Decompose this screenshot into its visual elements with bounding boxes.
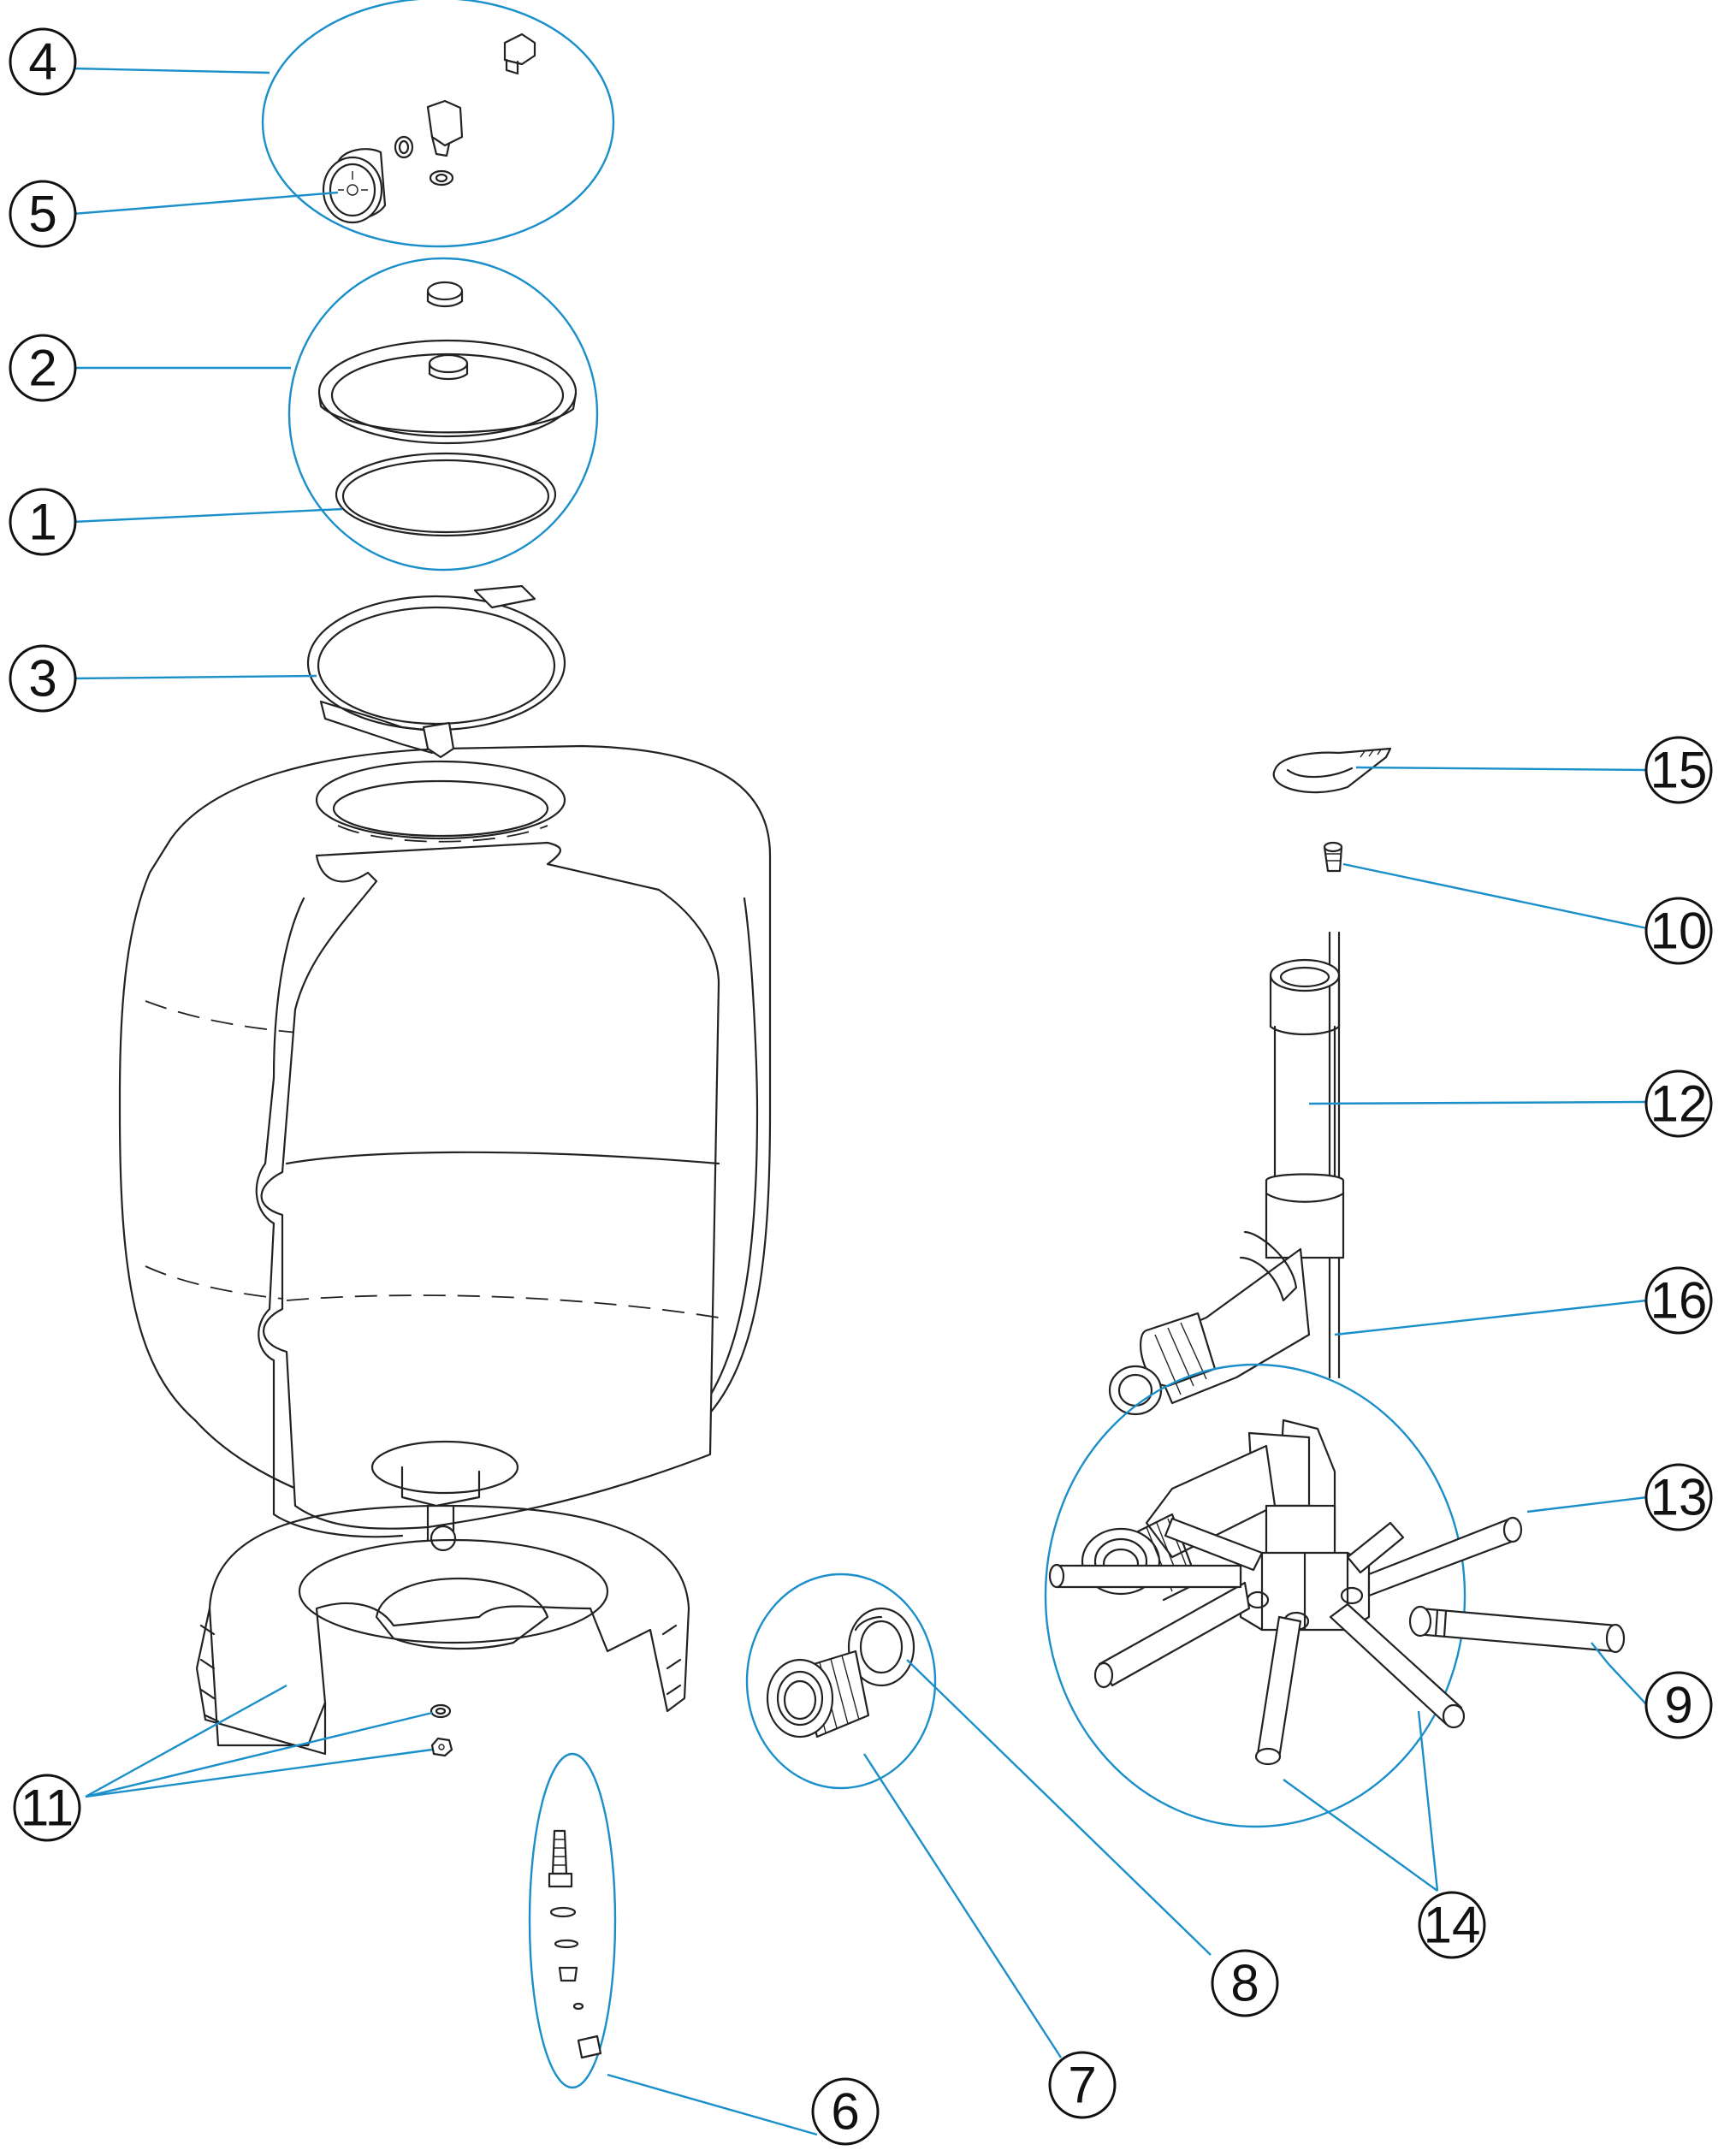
union-group-outline xyxy=(745,1573,937,1790)
leader-lines xyxy=(72,67,1648,2136)
callout-14: 14 xyxy=(1418,1891,1486,1959)
drain-plug-set xyxy=(548,1829,602,2059)
callout-13: 13 xyxy=(1644,1463,1713,1531)
callout-label: 3 xyxy=(28,650,56,708)
callout-12: 12 xyxy=(1644,1069,1713,1138)
manometer-group-outline xyxy=(261,0,615,248)
air-vent xyxy=(1323,841,1343,873)
callout-label: 5 xyxy=(28,186,56,243)
o-ring xyxy=(335,452,557,537)
callout-8: 8 xyxy=(1211,1949,1279,2017)
clamp-ring xyxy=(306,584,566,759)
callout-7: 7 xyxy=(1048,2051,1117,2119)
callout-1: 1 xyxy=(9,488,77,556)
lid-group-outline xyxy=(287,257,599,572)
manometer xyxy=(322,33,536,224)
lateral-collector xyxy=(1048,1419,1523,1766)
filter-base xyxy=(195,1504,690,1756)
callout-2: 2 xyxy=(9,334,77,402)
base-washer-and-nut xyxy=(430,1703,453,1757)
callout-label: 6 xyxy=(831,2083,859,2141)
callout-5: 5 xyxy=(9,180,77,248)
spare-lateral xyxy=(1408,1605,1626,1654)
callout-label: 2 xyxy=(28,340,56,397)
callout-label: 11 xyxy=(21,1780,74,1837)
callout-label: 13 xyxy=(1650,1469,1708,1526)
callout-label: 7 xyxy=(1068,2057,1096,2114)
callout-3: 3 xyxy=(9,644,77,713)
callout-6: 6 xyxy=(811,2077,880,2146)
callout-label: 14 xyxy=(1424,1897,1481,1954)
filter-tank xyxy=(118,744,772,1542)
callout-4: 4 xyxy=(9,27,77,96)
callout-label: 12 xyxy=(1650,1075,1708,1133)
callout-11: 11 xyxy=(13,1774,81,1842)
callout-label: 8 xyxy=(1230,1955,1259,2012)
callout-label: 15 xyxy=(1650,742,1708,799)
filter-lid xyxy=(317,281,578,445)
callout-label: 1 xyxy=(28,494,56,551)
cable-tie xyxy=(1272,747,1392,794)
callout-label: 16 xyxy=(1650,1272,1708,1330)
drain-group-outline xyxy=(528,1752,617,2089)
standpipe xyxy=(1108,931,1345,1416)
callout-15: 15 xyxy=(1644,736,1713,804)
union-fitting xyxy=(766,1607,915,1738)
callout-10: 10 xyxy=(1644,897,1713,965)
callout-16: 16 xyxy=(1644,1266,1713,1335)
callout-9: 9 xyxy=(1644,1671,1713,1739)
callout-label: 4 xyxy=(28,33,56,91)
collector-group-outline xyxy=(1044,1363,1466,1828)
callout-label: 9 xyxy=(1664,1677,1692,1734)
callout-label: 10 xyxy=(1650,903,1708,960)
